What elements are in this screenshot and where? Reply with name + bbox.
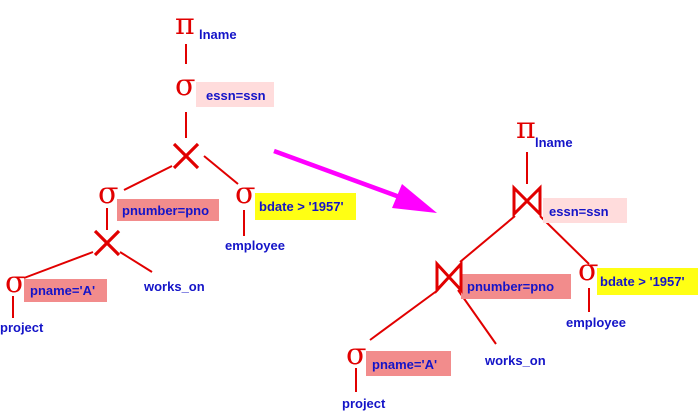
relation-employee: employee <box>225 238 285 253</box>
projection-attribute: lname <box>535 135 573 150</box>
relation-employee: employee <box>566 315 626 330</box>
edge-cross-sigma-pnumber <box>123 165 173 191</box>
selection-sigma-icon: σ <box>578 253 598 288</box>
join-condition-pnumber: pnumber=pno <box>467 279 554 294</box>
condition-highlight <box>597 268 698 295</box>
relation-project: project <box>0 320 44 335</box>
selection-sigma-icon: σ <box>175 68 195 103</box>
edge-cross-sigma-bdate <box>203 155 239 185</box>
condition-highlight <box>543 198 627 223</box>
selection-sigma-icon: σ <box>98 176 118 211</box>
projection-pi-icon: π <box>516 111 536 146</box>
selection-sigma-icon: σ <box>5 265 25 300</box>
cartesian-product-icon <box>93 229 121 257</box>
selection-condition-essn: essn=ssn <box>206 88 266 103</box>
selection-condition-pname: pname='A' <box>30 283 95 298</box>
condition-highlight <box>24 279 107 302</box>
join-condition-essn: essn=ssn <box>549 204 609 219</box>
left-query-tree: π lname σ essn=ssn σ pnumber=pno σ bdate… <box>0 7 356 335</box>
natural-join-icon <box>435 260 463 294</box>
transformation-arrow-icon <box>273 148 437 213</box>
selection-condition-bdate: bdate > '1957' <box>600 274 685 289</box>
selection-sigma-icon: σ <box>235 176 255 211</box>
condition-highlight <box>461 274 571 299</box>
condition-highlight <box>255 193 356 220</box>
selection-condition-bdate: bdate > '1957' <box>259 199 344 214</box>
relation-works-on: works_on <box>484 353 546 368</box>
relation-works-on: works_on <box>143 279 205 294</box>
edge-join-sigma-pname-right <box>369 289 439 341</box>
selection-sigma-icon: σ <box>346 337 366 372</box>
condition-highlight <box>366 351 451 376</box>
edge-cross-works-on <box>119 251 153 273</box>
selection-condition-pnumber: pnumber=pno <box>122 203 209 218</box>
projection-attribute: lname <box>199 27 237 42</box>
edge-join-join-pnumber <box>459 215 516 263</box>
edge-join-sigma-bdate-right <box>539 215 590 265</box>
selection-condition-pname: pname='A' <box>372 357 437 372</box>
natural-join-icon <box>512 184 542 218</box>
relation-project: project <box>342 396 386 411</box>
edge-cross-sigma-pname <box>23 251 94 279</box>
cartesian-product-icon <box>172 142 200 170</box>
condition-highlight <box>117 199 219 221</box>
projection-pi-icon: π <box>175 7 195 42</box>
condition-highlight <box>196 82 274 107</box>
right-query-tree: π lname essn=ssn pnumber=pno σ bdate > '… <box>342 111 698 411</box>
